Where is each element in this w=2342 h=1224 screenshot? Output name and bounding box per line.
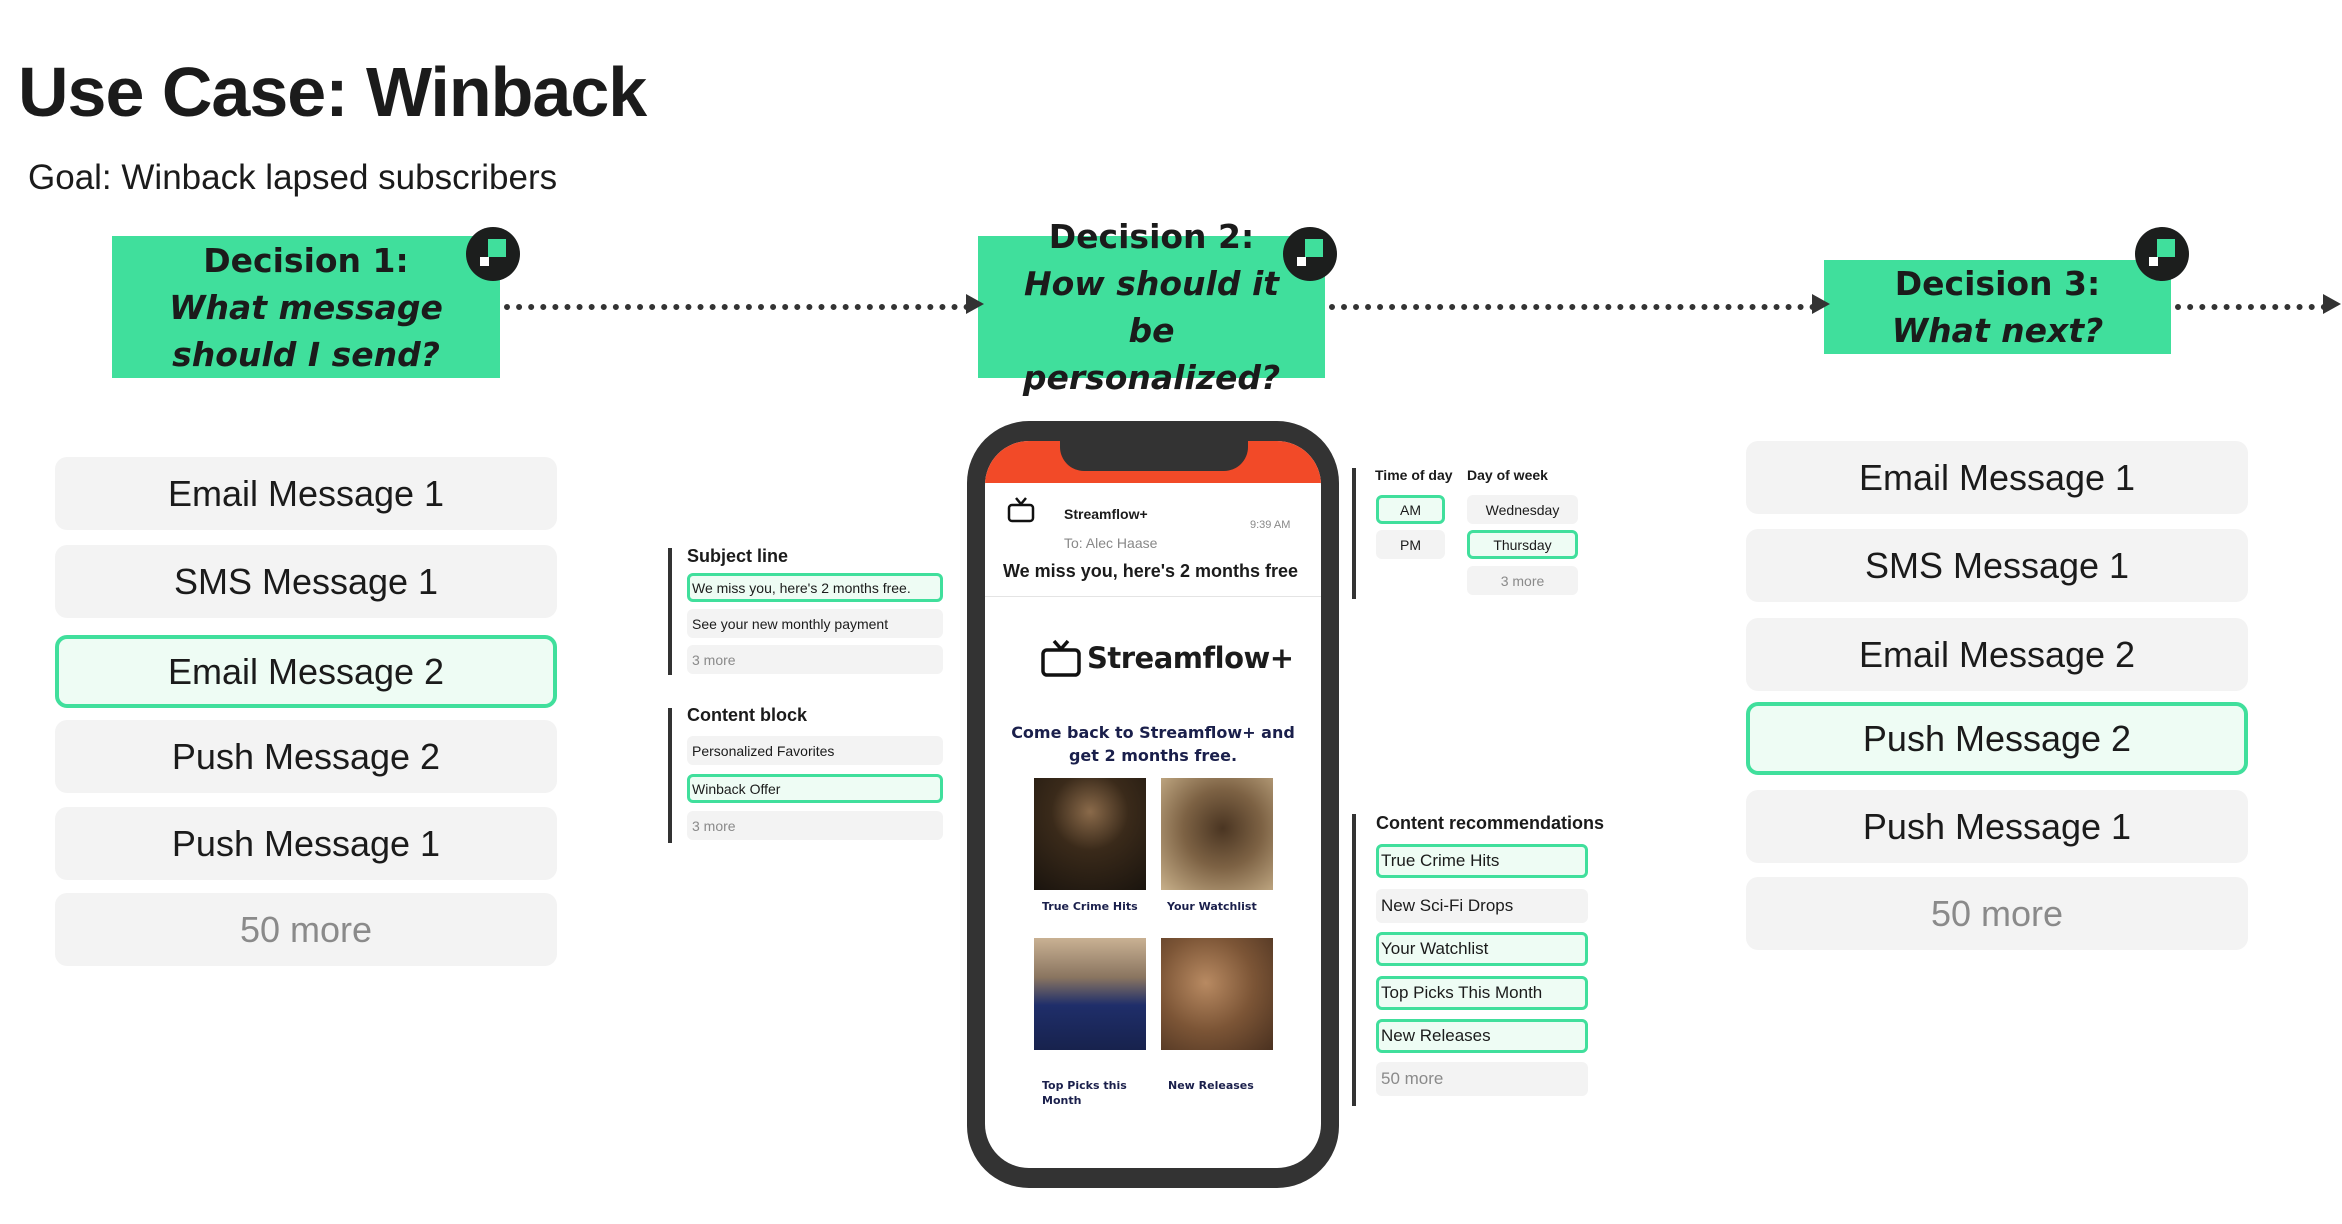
flow-arrow [2175, 294, 2341, 314]
arrow-head-icon [1812, 294, 1830, 314]
message-option[interactable]: Push Message 2 [1746, 702, 2248, 775]
tile-label: New Releases [1168, 1079, 1254, 1092]
goal-text: Goal: Winback lapsed subscribers [28, 158, 558, 197]
time-of-day-title: Time of day [1375, 467, 1453, 483]
email-sender: Streamflow+ [1064, 506, 1148, 522]
message-option[interactable]: Push Message 1 [1746, 790, 2248, 863]
message-option[interactable]: SMS Message 1 [55, 545, 557, 618]
brand-logo: Streamflow+ [1041, 639, 1294, 677]
decision-2: Decision 2: How should it be personalized… [978, 217, 1325, 397]
decision-3: Decision 3: What next? [1824, 260, 2171, 354]
option-chip[interactable]: AM [1376, 495, 1445, 524]
option-chip[interactable]: See your new monthly payment [687, 609, 943, 638]
decision-heading: Decision 2: [1048, 217, 1255, 256]
divider [1352, 468, 1356, 599]
option-chip[interactable]: PM [1376, 530, 1445, 559]
more-messages-button[interactable]: 50 more [55, 893, 557, 966]
new-releases-thumbnail[interactable] [1161, 938, 1273, 1050]
arrow-head-icon [2323, 294, 2341, 314]
option-chip[interactable]: New Sci-Fi Drops [1376, 889, 1588, 923]
option-chip[interactable]: We miss you, here's 2 months free. [687, 573, 943, 602]
message-option[interactable]: SMS Message 1 [1746, 529, 2248, 602]
message-option[interactable]: Push Message 1 [55, 807, 557, 880]
option-chip[interactable]: Winback Offer [687, 774, 943, 803]
more-messages-button[interactable]: 50 more [1746, 877, 2248, 950]
divider [985, 596, 1321, 597]
brand-logo-text: Streamflow+ [1087, 641, 1294, 675]
more-options-button[interactable]: 50 more [1376, 1062, 1588, 1096]
tv-icon [1041, 639, 1081, 677]
content-block-title: Content block [687, 705, 807, 725]
decision-question: How should it be personalized? [1022, 264, 1281, 397]
option-chip[interactable]: Your Watchlist [1376, 932, 1588, 966]
message-option[interactable]: Push Message 2 [55, 720, 557, 793]
more-options-button[interactable]: 3 more [1467, 566, 1578, 595]
tile-label: True Crime Hits [1042, 900, 1138, 913]
true-crime-thumbnail[interactable] [1034, 778, 1146, 890]
decision-question: What next? [1891, 311, 2104, 350]
phone-notch [1060, 441, 1248, 471]
decision-heading: Decision 3: [1894, 264, 2101, 303]
message-option[interactable]: Email Message 1 [55, 457, 557, 530]
message-option[interactable]: Email Message 2 [55, 635, 557, 708]
content-recommendations-title: Content recommendations [1376, 813, 1605, 833]
tv-icon [1007, 497, 1035, 523]
logo-badge-icon [466, 227, 520, 281]
logo-badge-icon [2135, 227, 2189, 281]
phone-mockup: Streamflow+ To: Alec Haase 9:39 AM We mi… [967, 421, 1339, 1188]
divider [1352, 814, 1356, 1106]
email-recipient: To: Alec Haase [1064, 535, 1158, 551]
flow-arrow [504, 294, 984, 314]
tile-label: Top Picks this Month [1042, 1079, 1127, 1107]
message-option[interactable]: Email Message 2 [1746, 618, 2248, 691]
watchlist-thumbnail[interactable] [1161, 778, 1273, 890]
message-option[interactable]: Email Message 1 [1746, 441, 2248, 514]
email-subject: We miss you, here's 2 months free [1003, 561, 1299, 581]
decision-question: What message should I send? [169, 287, 443, 374]
decision-1: Decision 1: What message should I send? [112, 236, 500, 378]
email-headline: Come back to Streamflow+ and get 2 month… [1011, 723, 1295, 765]
option-chip[interactable]: Personalized Favorites [687, 736, 943, 765]
option-chip[interactable]: New Releases [1376, 1019, 1588, 1053]
day-of-week-title: Day of week [1467, 467, 1548, 483]
tile-label: Your Watchlist [1167, 900, 1257, 913]
logo-badge-icon [1283, 227, 1337, 281]
option-chip[interactable]: Thursday [1467, 530, 1578, 559]
option-chip[interactable]: Top Picks This Month [1376, 976, 1588, 1010]
page-title: Use Case: Winback [18, 53, 647, 131]
email-time: 9:39 AM [1250, 519, 1291, 531]
divider [668, 548, 672, 675]
divider [668, 708, 672, 843]
more-options-button[interactable]: 3 more [687, 811, 943, 840]
top-picks-thumbnail[interactable] [1034, 938, 1146, 1050]
phone-screen: Streamflow+ To: Alec Haase 9:39 AM We mi… [985, 441, 1321, 1168]
option-chip[interactable]: True Crime Hits [1376, 844, 1588, 878]
arrow-head-icon [966, 294, 984, 314]
more-options-button[interactable]: 3 more [687, 645, 943, 674]
flow-arrow [1329, 294, 1830, 314]
subject-line-title: Subject line [687, 546, 789, 566]
decision-heading: Decision 1: [203, 240, 409, 280]
option-chip[interactable]: Wednesday [1467, 495, 1578, 524]
